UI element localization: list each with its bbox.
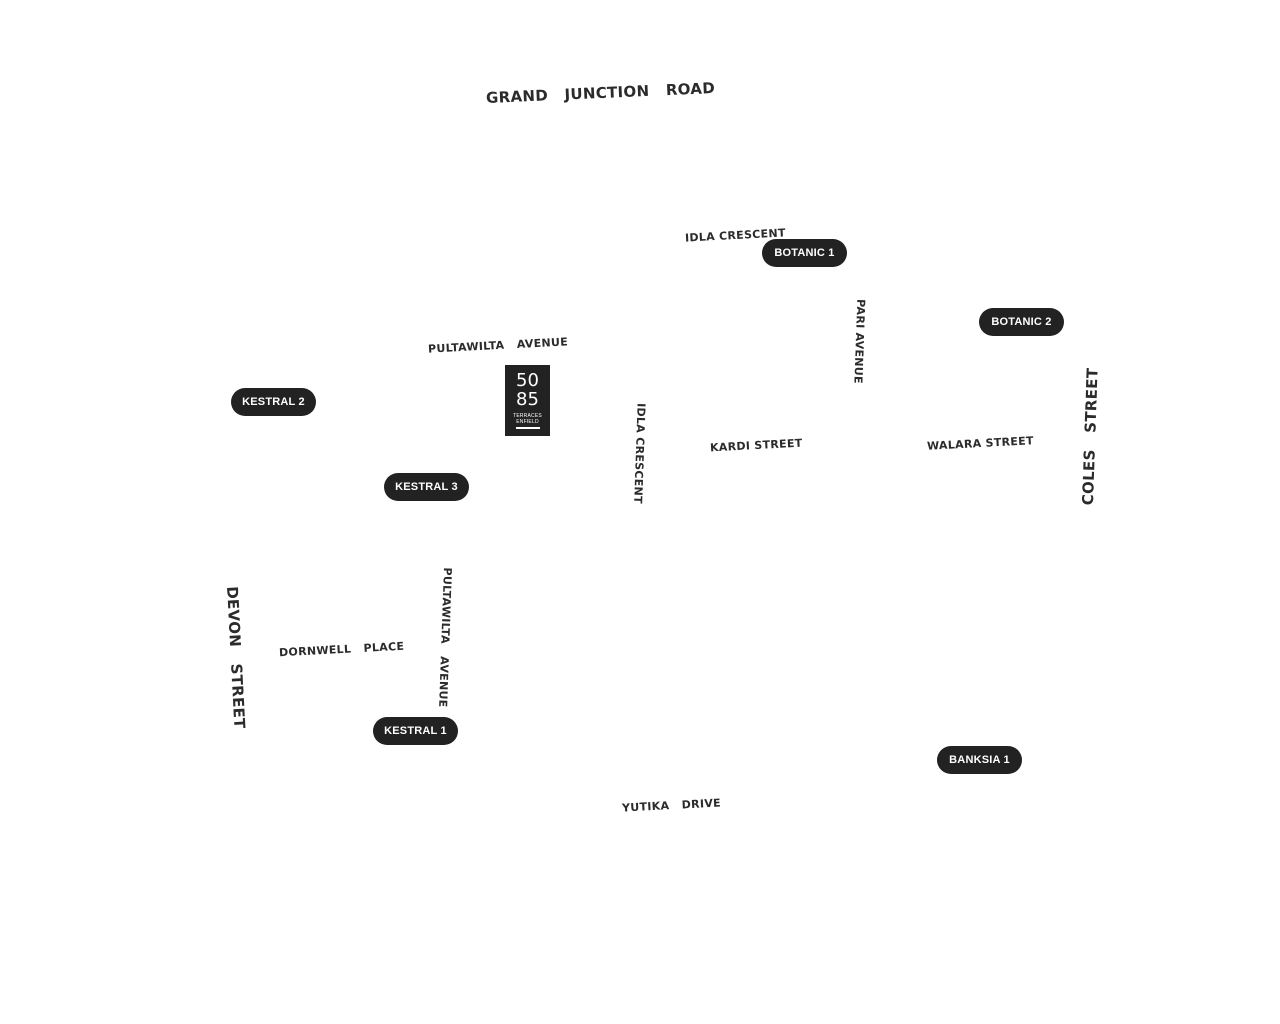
- street-label-yutika-drive: YUTIKA DRIVE: [621, 796, 722, 815]
- street-label-pultawilta-avenue-bottom: PULTAWILTA AVENUE: [436, 567, 454, 708]
- logo-underline: [515, 427, 540, 429]
- street-label-walara-street: WALARA STREET: [926, 434, 1035, 453]
- street-label-pultawilta-avenue-top: PULTAWILTA AVENUE: [427, 335, 569, 356]
- street-label-devon-street: DEVON STREET: [223, 585, 249, 730]
- street-label-kardi-street: KARDI STREET: [709, 436, 803, 455]
- marker-kestral-2[interactable]: KESTRAL 2: [231, 388, 316, 416]
- street-label-coles-street: COLES STREET: [1078, 367, 1102, 506]
- marker-kestral-1[interactable]: KESTRAL 1: [373, 717, 458, 745]
- logo-text-enfield: ENFIELD: [516, 419, 539, 425]
- street-label-dornwell-place: DORNWELL PLACE: [278, 639, 405, 660]
- marker-botanic-2[interactable]: BOTANIC 2: [979, 308, 1064, 336]
- logo-number-top: 50: [516, 370, 539, 391]
- marker-kestral-3[interactable]: KESTRAL 3: [384, 473, 469, 501]
- street-label-idla-crescent-vertical: IDLA CRESCENT: [631, 402, 648, 505]
- logo-text-terraces: TERRACES: [513, 413, 542, 419]
- marker-botanic-1[interactable]: BOTANIC 1: [762, 239, 847, 267]
- brand-logo[interactable]: 50 85 TERRACES ENFIELD: [505, 365, 550, 436]
- marker-banksia-1[interactable]: BANKSIA 1: [937, 746, 1022, 774]
- street-label-grand-junction-road: GRAND JUNCTION ROAD: [485, 79, 716, 107]
- logo-number-bottom: 85: [516, 389, 539, 410]
- street-label-pari-avenue: PARI AVENUE: [851, 298, 868, 385]
